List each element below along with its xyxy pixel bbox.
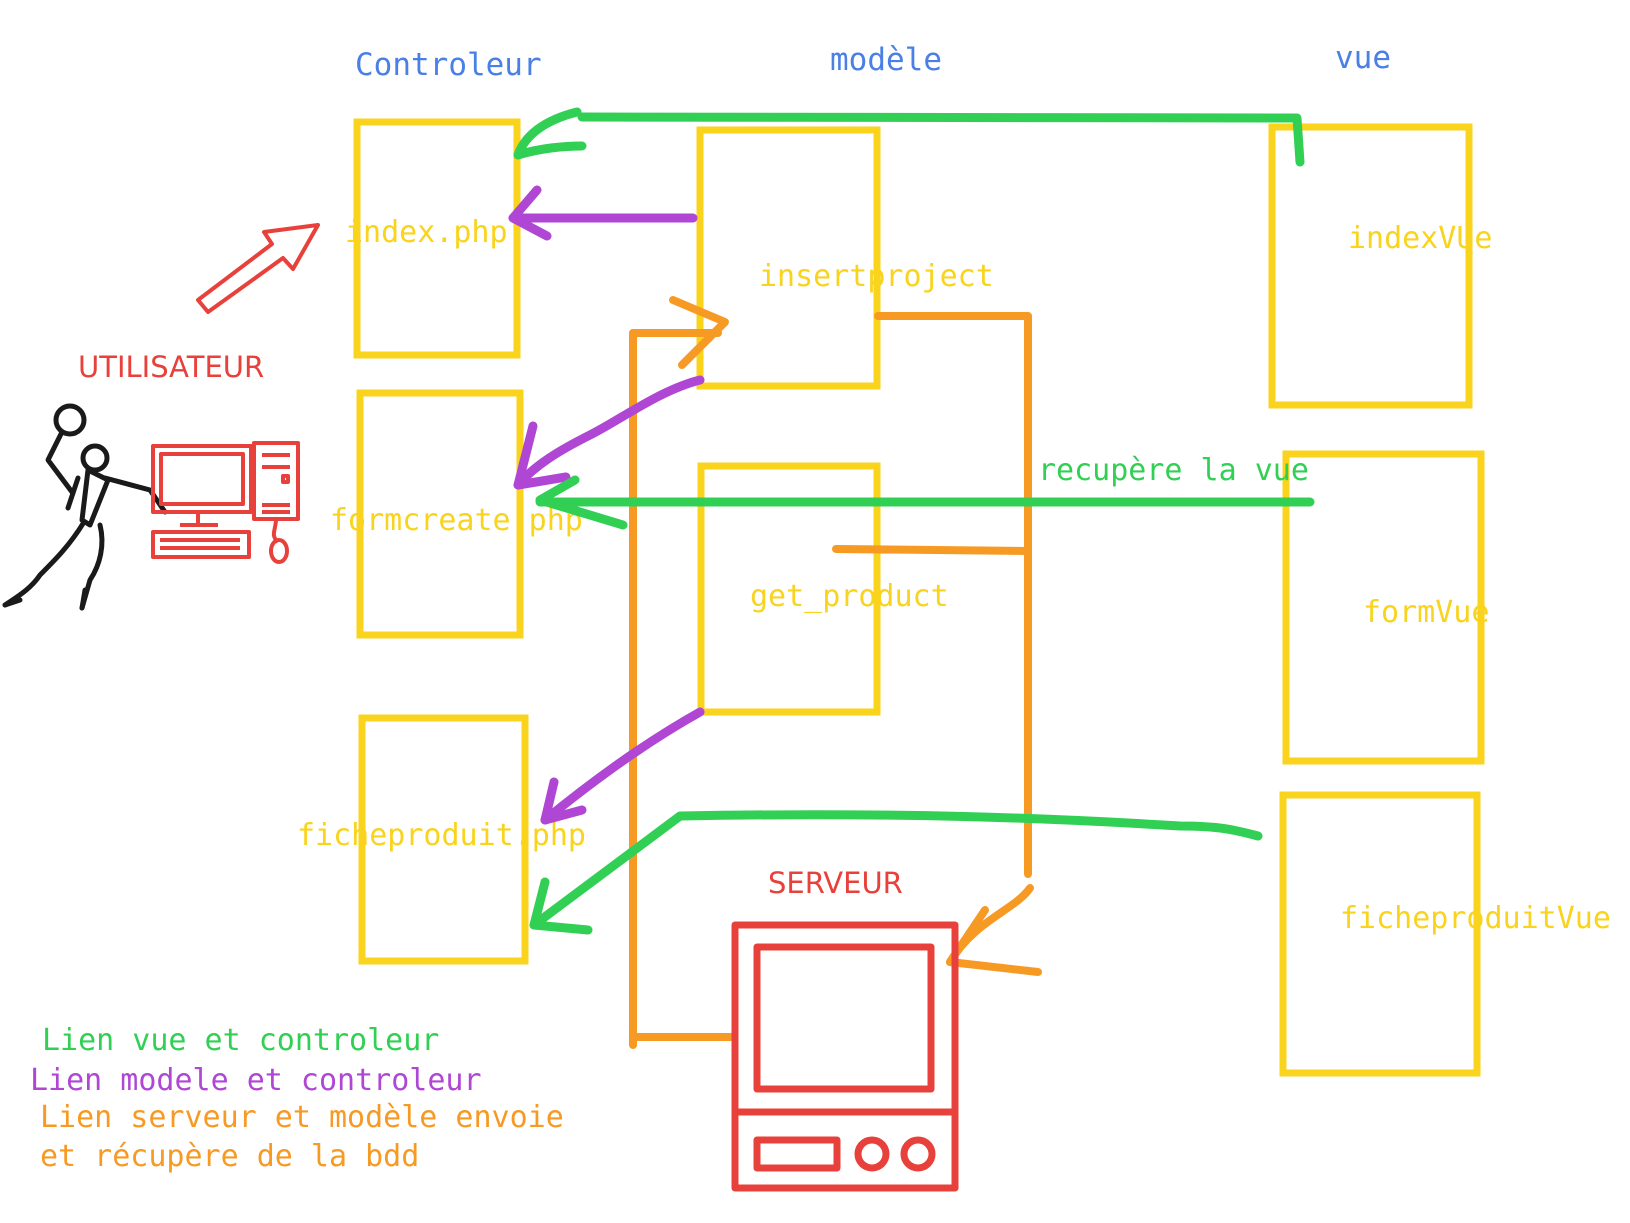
green-arrow-head-index — [513, 107, 587, 160]
box-get-product — [697, 462, 881, 716]
label-get-product: get_product — [750, 579, 949, 614]
label-formcreate-php: formcreate.php — [330, 503, 583, 538]
handball-player-icon — [2, 403, 168, 611]
legend-orange-line2: et récupère de la bdd — [40, 1139, 419, 1174]
box-indexvue — [1268, 123, 1473, 409]
legend-purple: Lien modele et controleur — [30, 1063, 482, 1098]
server-icon — [731, 921, 959, 1192]
box-index-php — [353, 118, 521, 359]
box-formvue — [1282, 450, 1485, 765]
purple-arrow-head-index — [508, 185, 552, 241]
green-arrow-head-ficheproduit — [529, 877, 593, 935]
orange-arrow-head-bottom — [946, 958, 1042, 976]
purple-arrow-head-ficheproduit — [540, 777, 587, 825]
label-serveur: SERVEUR — [768, 866, 903, 900]
arrow-icon — [196, 223, 320, 314]
purple-arrow-head-formcreate — [513, 421, 571, 490]
box-ficheproduit-php — [358, 714, 529, 965]
box-ficheproduitvue — [1279, 791, 1481, 1077]
desktop-computer-icon — [151, 441, 300, 564]
label-recupere-la-vue: recupère la vue — [1038, 453, 1309, 488]
header-modele: modèle — [830, 42, 942, 78]
label-index-php: index.php — [345, 215, 508, 250]
orange-line-get-product — [832, 545, 1032, 555]
purple-line-get-product-to-ficheproduit — [540, 707, 705, 825]
label-ficheproduit-php: ficheproduit.php — [297, 818, 586, 853]
label-indexvue: indexVUe — [1348, 221, 1493, 256]
label-utilisateur: UTILISATEUR — [78, 350, 264, 384]
box-formcreate-php — [356, 389, 524, 639]
orange-line-insertproject-to-server — [874, 312, 1032, 878]
orange-arrow-head-insertproject — [669, 296, 729, 369]
label-insertproject: insertproject — [759, 259, 994, 294]
header-controleur: Controleur — [355, 47, 542, 83]
orange-links — [629, 296, 1042, 1049]
label-formvue: formVue — [1363, 595, 1489, 630]
green-links — [513, 107, 1315, 935]
legend-orange-line1: Lien serveur et modèle envoie — [40, 1100, 564, 1135]
purple-line-insertproject-to-formcreate — [513, 375, 705, 490]
header-vue: vue — [1335, 40, 1391, 76]
green-line-ficheproduitvue-to-ficheproduit — [529, 810, 1263, 930]
label-ficheproduitvue: ficheproduitVue — [1340, 901, 1611, 936]
orange-line-server-to-insertproject — [629, 329, 735, 1041]
purple-links — [508, 185, 705, 825]
legend-green: Lien vue et controleur — [42, 1023, 439, 1058]
green-line-indexvue-to-index — [577, 112, 1305, 167]
box-insertproject — [696, 126, 881, 390]
green-arrow-head-formcreate — [535, 475, 628, 530]
